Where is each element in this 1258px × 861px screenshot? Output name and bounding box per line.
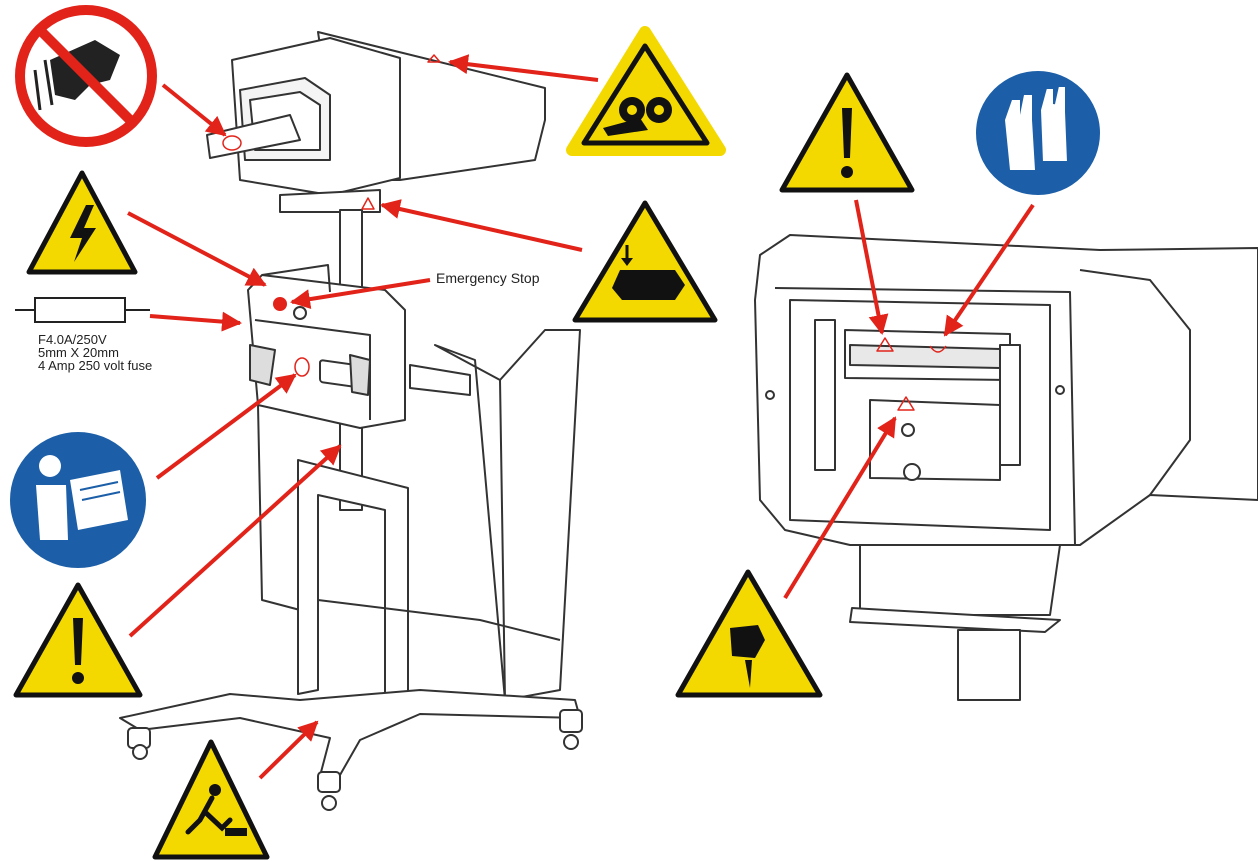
hand-crush-warning-icon bbox=[572, 200, 718, 323]
high-voltage-warning-icon bbox=[26, 170, 138, 275]
fuse-symbol-icon bbox=[15, 297, 150, 323]
emergency-stop-label: Emergency Stop bbox=[436, 270, 540, 286]
arrow-trip bbox=[258, 720, 319, 780]
arrow-electrical bbox=[127, 211, 267, 287]
fuse-size: 5mm X 20mm bbox=[38, 345, 119, 360]
pointer-arrows bbox=[127, 54, 1035, 780]
arrow-emergency-stop bbox=[290, 278, 431, 310]
trip-hazard-warning-icon bbox=[152, 739, 270, 860]
arrow-right-warning bbox=[854, 199, 889, 335]
read-manual-icon bbox=[6, 428, 150, 572]
gear-entanglement-warning-icon bbox=[566, 26, 726, 156]
general-warning-icon bbox=[13, 582, 143, 698]
arrow-fuse bbox=[149, 311, 242, 332]
arrow-general-warning bbox=[128, 444, 342, 638]
arrow-entanglement bbox=[448, 54, 599, 82]
arrow-hand-crush bbox=[380, 199, 583, 252]
no-touch-prohibition-icon bbox=[15, 5, 157, 147]
fuse-spec-label: F4.0A/250V 5mm X 20mm 4 Amp 250 volt fus… bbox=[38, 333, 152, 372]
arrow-gloves bbox=[943, 203, 1035, 337]
printer-stand-machine bbox=[119, 31, 583, 811]
fuse-rating: F4.0A/250V bbox=[38, 332, 107, 347]
printer-head-detail bbox=[754, 234, 1258, 701]
general-warning-icon bbox=[779, 72, 915, 193]
sharp-element-warning-icon bbox=[675, 569, 823, 698]
wear-gloves-icon bbox=[972, 67, 1104, 199]
arrow-cut bbox=[783, 416, 897, 600]
arrow-no-touch bbox=[161, 83, 227, 137]
arrow-read-manual bbox=[155, 373, 297, 480]
fuse-description: 4 Amp 250 volt fuse bbox=[38, 358, 153, 373]
